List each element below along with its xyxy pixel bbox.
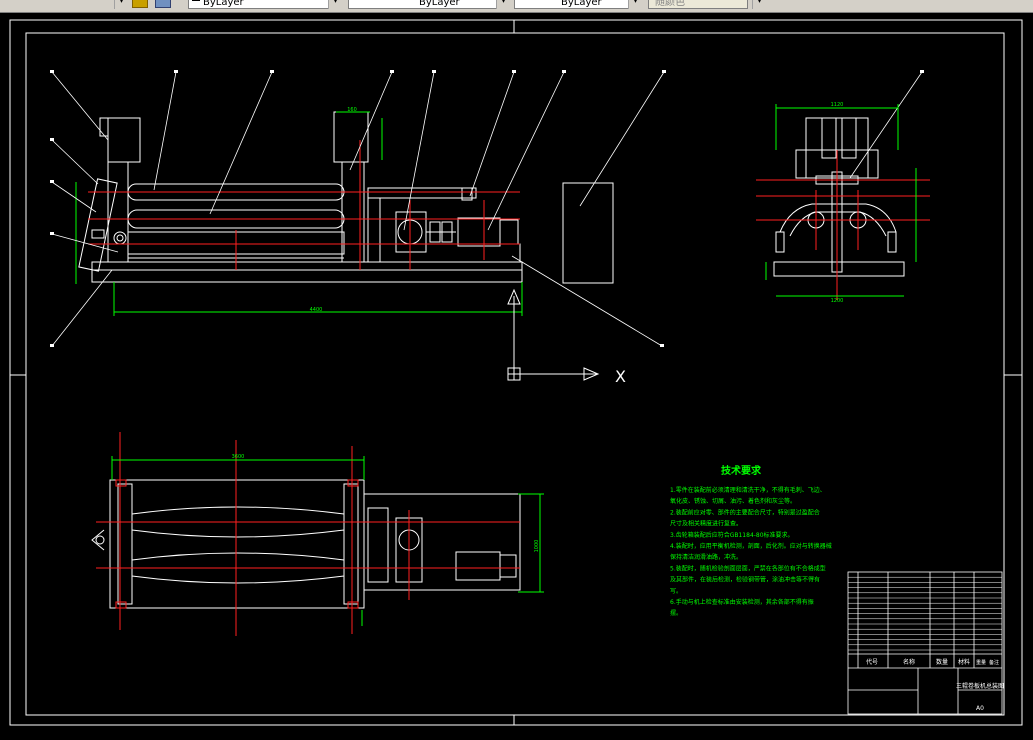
tech-note-line: 及其部件，在装后检测，检验钢带管，涂油冲击等不得有: [670, 576, 820, 584]
plan-view-red: [96, 432, 520, 636]
header-weight: 重量: [976, 659, 986, 666]
layer-tools-icon[interactable]: [132, 0, 148, 8]
tech-note-line: 3.齿轮箱装配后应符合GB1184-80标准要求。: [670, 531, 794, 539]
color-control[interactable]: ByLayer: [188, 0, 342, 9]
ucs-icon: [507, 288, 600, 381]
sheet-size: A0: [976, 705, 984, 712]
drawing-name: 三辊卷板机总装图: [956, 682, 1004, 690]
dim-top-small: 160: [347, 107, 357, 113]
tech-note-line: 5.装配时，随机检验剖面层面，严禁在各部位有不合格成型: [670, 564, 826, 572]
tech-note-line: 摆。: [670, 609, 682, 617]
title-block: [847, 571, 1003, 715]
header-material: 材料: [958, 658, 970, 666]
front-view: [78, 111, 614, 284]
properties-toolbar: ▾ ByLayer ▾ ByLayer ▾ ByLayer ▾ 随颜色 ▾: [0, 0, 1033, 13]
tech-title: 技术要求: [721, 464, 762, 477]
dim-plan-width: 1000: [534, 540, 540, 553]
side-view-dimensions: [765, 104, 917, 297]
tech-notes: 1.零件在装配前必须清理和清洗干净，不得有毛刺、飞边、氧化皮、锈蚀、切屑、油污、…: [670, 486, 832, 617]
plotstyle-dropdown-arrow[interactable]: ▾: [752, 0, 766, 9]
header-remark: 备注: [989, 659, 999, 666]
plan-view-dimensions: [111, 456, 544, 626]
linetype-value: ByLayer: [419, 0, 460, 8]
color-value: ByLayer: [203, 0, 244, 8]
prev-dropdown-arrow[interactable]: ▾: [114, 0, 128, 9]
color-swatch: [192, 0, 200, 1]
tech-note-line: 氧化皮、锈蚀、切屑、油污、着色剂和灰尘等。: [670, 497, 796, 505]
drawing-canvas[interactable]: 4400 160: [0, 12, 1033, 740]
tech-note-line: 4.装配时，应用平衡机检测，剖面，后化剂。应对与转换器械: [670, 542, 832, 550]
layer-stack-icon[interactable]: [155, 0, 171, 8]
balloon-tags: [50, 70, 924, 347]
plotstyle-control[interactable]: 随颜色: [648, 0, 748, 9]
lineweight-value: ByLayer: [561, 0, 602, 8]
lineweight-dropdown-arrow[interactable]: ▾: [628, 0, 642, 9]
side-view-centerlines: [756, 150, 930, 300]
dim-side-width: 1120: [831, 102, 844, 108]
front-view-dimensions: [75, 111, 523, 316]
sheet-border: [9, 19, 1023, 726]
tech-note-line: 6.手动与机上检查标准由安装检测，其余各部不得有振: [670, 598, 814, 606]
header-name: 名称: [903, 658, 915, 666]
header-code: 代号: [866, 658, 878, 666]
dim-side-base: 1200: [831, 298, 844, 304]
tech-note-line: 2.装配前应对零、部件的主要配合尺寸，特别是过盈配合: [670, 508, 820, 516]
tech-note-line: 尺寸及相关精度进行复查。: [670, 520, 742, 528]
tech-note-line: 1.零件在装配前必须清理和清洗干净，不得有毛刺、飞边、: [670, 486, 826, 494]
lineweight-control[interactable]: ByLayer: [514, 0, 642, 9]
plan-view: [91, 479, 521, 609]
color-dropdown-arrow[interactable]: ▾: [328, 0, 342, 9]
dim-plan-length: 3600: [232, 454, 245, 460]
tech-note-line: 保持清洁润滑油路，冲洗。: [670, 553, 742, 561]
dim-overall-length: 4400: [310, 307, 323, 313]
side-view: [773, 117, 905, 277]
front-view-centerlines: [88, 140, 520, 270]
leader-lines: [51, 71, 923, 347]
title-block-rows: [848, 576, 1002, 651]
plotstyle-value: 随颜色: [655, 0, 685, 8]
linetype-dropdown-arrow[interactable]: ▾: [496, 0, 510, 9]
ucs-x-label: X: [615, 367, 626, 386]
linetype-control[interactable]: ByLayer: [348, 0, 510, 9]
tech-note-line: 写。: [670, 588, 682, 595]
header-qty: 数量: [936, 658, 948, 666]
